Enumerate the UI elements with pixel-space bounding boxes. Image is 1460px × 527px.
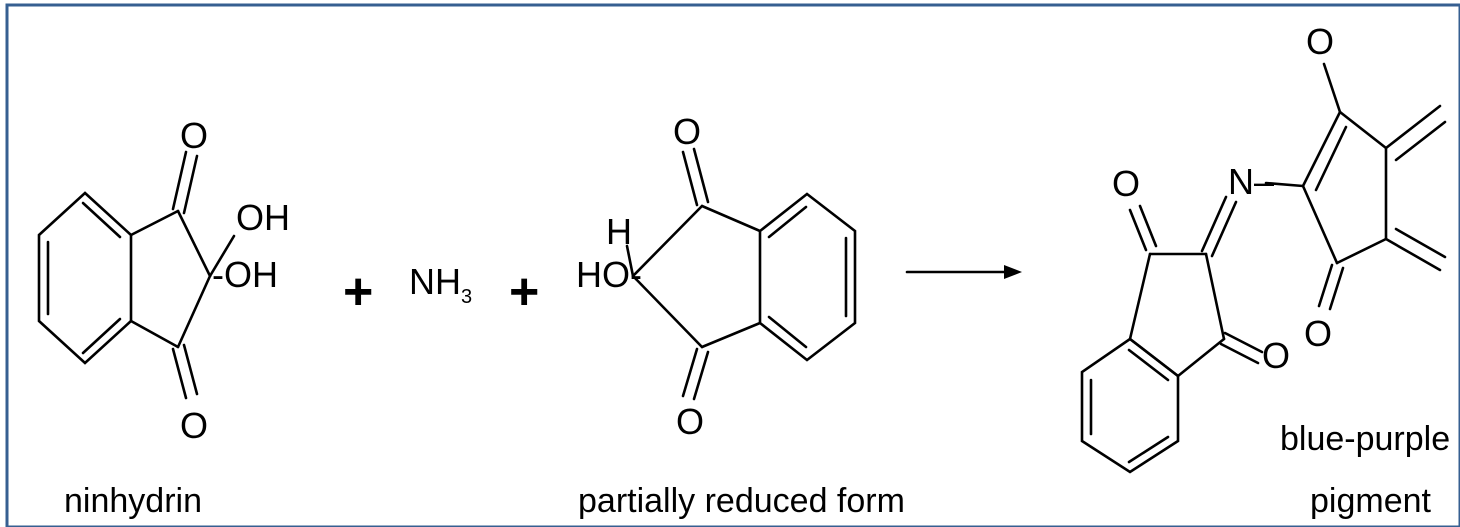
ninhydrin-ring-double-3 — [81, 317, 122, 355]
caption-partially-reduced-form: partially reduced form — [578, 482, 905, 520]
plus-sign-1: + — [343, 263, 373, 321]
reduced-bond-c1 — [631, 204, 704, 278]
reduced-bond-c2 — [700, 204, 762, 233]
caption-ninhydrin: ninhydrin — [64, 482, 202, 520]
reduced-bond-c4 — [631, 274, 704, 349]
ninhydrin-oxygen-top: O — [180, 115, 208, 156]
pigment-right-benzene-2b — [1394, 227, 1447, 259]
pigment-amine-bond — [1264, 181, 1305, 188]
reduced-ring-double-3 — [767, 315, 808, 349]
pigment-oxygen-bottom: O — [1304, 313, 1332, 354]
reduced-hydrogen: H — [606, 211, 632, 252]
ninhydrin-carbonyl-top-b — [182, 154, 199, 215]
pigment-imine-bond-a — [1200, 195, 1228, 253]
reduced-hydrogen-bond — [625, 244, 635, 278]
pigment-left-carbonyl-b — [1138, 204, 1158, 248]
pigment-right-carbonyl-a — [1223, 331, 1264, 354]
pigment-right-oxygen-top-bond — [1322, 62, 1342, 114]
reduced-carbonyl-top-a — [681, 150, 699, 207]
ammonia-label: NH3 — [409, 261, 472, 308]
reduced-carbonyl-bottom-b — [692, 350, 710, 401]
pigment-oxygen-left: O — [1112, 163, 1140, 204]
ninhydrin-hydroxyl-lower: -OH — [212, 254, 278, 295]
ninhydrin-bond-c3 — [176, 274, 212, 349]
pigment-nitrogen: N– — [1228, 161, 1274, 202]
ninhydrin-carbonyl-bottom-a — [171, 347, 188, 400]
ninhydrin-hydroxyl-upper: OH — [236, 197, 290, 238]
pigment-right-bond-4 — [1335, 237, 1388, 265]
pigment-oxygen-top: O — [1306, 21, 1334, 62]
ninhydrin-bond-c4 — [129, 319, 180, 349]
pigment-left-ring-double-3 — [1127, 435, 1170, 464]
ninhydrin-carbonyl-top-a — [171, 150, 188, 211]
pigment-left-benzene-ring — [1080, 337, 1180, 474]
caption-pigment-line1: blue-purple — [1280, 420, 1450, 458]
reduced-carbonyl-top-b — [692, 147, 710, 204]
ninhydrin-bond-c1 — [129, 209, 180, 237]
reduced-oxygen-bottom: O — [676, 401, 704, 442]
ninhydrin-hydroxyl-bond — [208, 234, 236, 278]
pigment-right-carbonyl-bottom-b — [1328, 266, 1345, 311]
reduced-hydroxyl: HO- — [576, 254, 642, 295]
reduced-ring-double-2 — [767, 205, 808, 239]
reaction-arrow-head — [1004, 265, 1022, 279]
pigment-left-bond-5 — [1128, 252, 1152, 341]
pigment-right-bond-5 — [1301, 184, 1339, 265]
caption-pigment-line2: pigment — [1310, 482, 1432, 520]
ninhydrin-carbonyl-bottom-b — [182, 343, 199, 396]
ninhydrin-oxygen-bottom: O — [180, 405, 208, 446]
reduced-carbonyl-bottom-a — [681, 347, 699, 398]
pigment-right-carbonyl-bottom-a — [1317, 263, 1334, 308]
pigment-right-carbonyl-b — [1219, 342, 1260, 365]
plus-sign-2: + — [509, 263, 539, 321]
pigment-left-bond-3 — [1176, 337, 1226, 378]
reaction-arrow — [905, 265, 1022, 279]
pigment-oxygen-right: O — [1262, 335, 1290, 376]
pigment-right-bond-1 — [1301, 110, 1342, 188]
pigment-right-bond-2 — [1338, 110, 1388, 150]
pigment-right-benzene-1 — [1384, 104, 1442, 150]
pigment-left-bond-2 — [1204, 252, 1226, 341]
pigment-structure: O N– O O O — [1080, 21, 1447, 474]
ninhydrin-benzene-ring — [37, 191, 133, 365]
pigment-left-carbonyl-a — [1128, 208, 1148, 252]
pigment-right-benzene-2 — [1384, 237, 1442, 272]
ninhydrin-bond-c2 — [176, 209, 212, 278]
ninhydrin-structure: O O OH -OH — [37, 115, 290, 446]
pigment-right-benzene-1b — [1394, 120, 1447, 162]
pigment-imine-bond-b — [1210, 200, 1238, 258]
reduced-form-structure: O O H HO- — [576, 111, 857, 442]
pigment-left-ring-double-2 — [1127, 348, 1170, 382]
frame-border — [5, 3, 1460, 527]
reduced-oxygen-top: O — [673, 111, 701, 152]
reduced-bond-c3 — [700, 321, 762, 349]
reduced-benzene-ring — [758, 192, 857, 362]
ninhydrin-ring-double-2 — [81, 201, 122, 239]
pigment-right-bond-1b — [1314, 125, 1348, 192]
